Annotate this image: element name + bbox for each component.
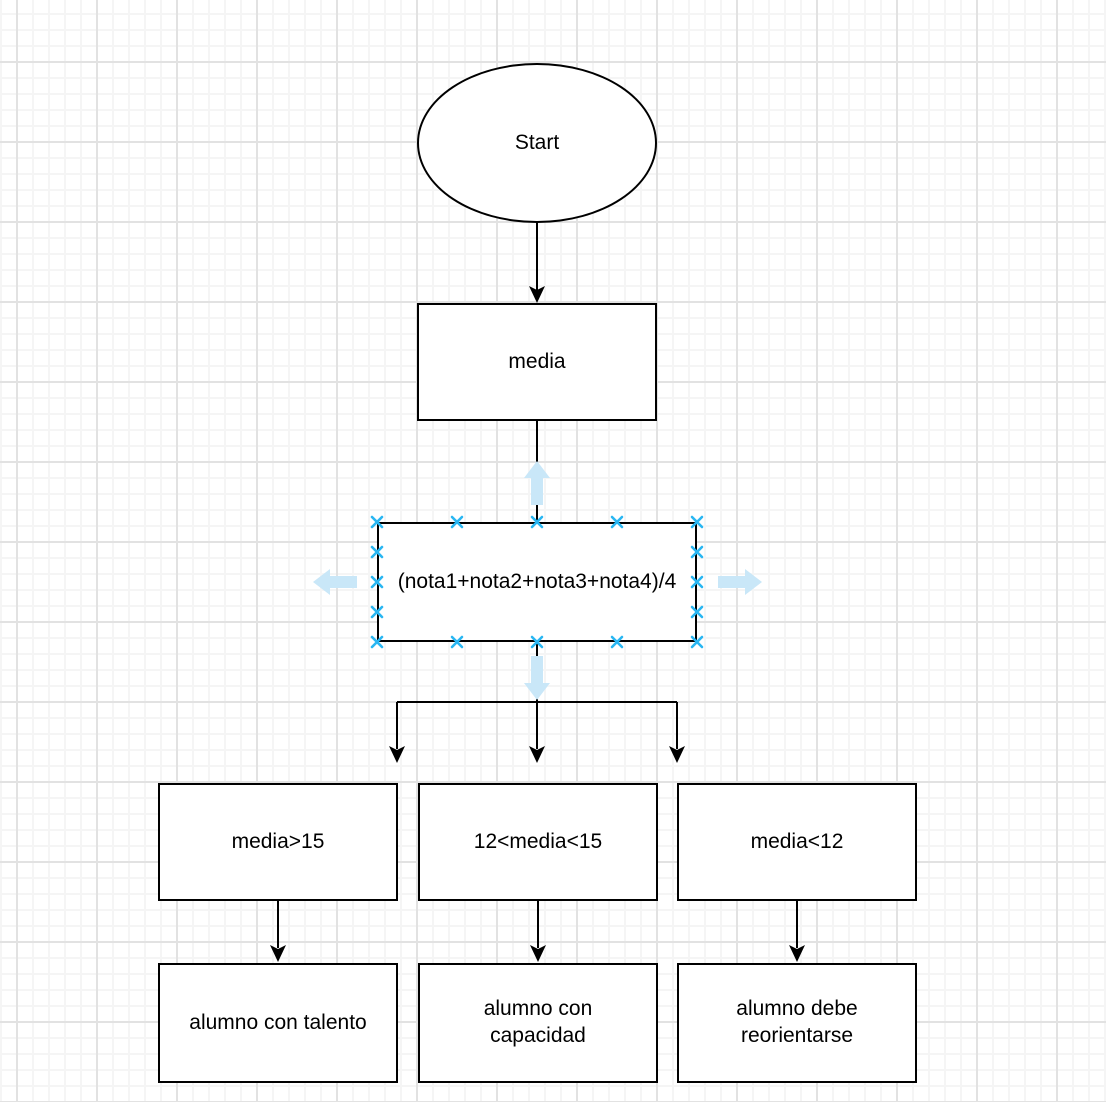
node-result-mid[interactable]: alumno con capacidad (418, 963, 658, 1083)
edge-formula-branches[interactable] (389, 642, 685, 763)
node-cond-mid[interactable]: 12<media<15 (418, 783, 658, 901)
arrowhead-down-icon (270, 945, 286, 962)
node-label: alumno debe reorientarse (736, 997, 858, 1047)
edge-start-media[interactable] (529, 222, 545, 303)
arrowhead-down-icon (789, 945, 805, 962)
node-label: alumno con capacidad (483, 997, 593, 1047)
arrowhead-down-icon (529, 286, 545, 303)
node-media[interactable]: media (417, 303, 657, 421)
node-label: media (508, 349, 566, 373)
arrowhead-down-icon (530, 945, 546, 962)
arrowhead-down-icon (669, 746, 685, 763)
node-start[interactable]: Start (417, 63, 657, 223)
edge-condhigh-resulthigh[interactable] (270, 901, 286, 962)
node-cond-low[interactable]: media<12 (677, 783, 917, 901)
arrowhead-down-icon (389, 746, 405, 763)
node-label: media>15 (231, 829, 325, 853)
node-label: Start (514, 130, 560, 154)
node-label: (nota1+nota2+nota3+nota4)/4 (397, 569, 677, 593)
node-cond-high[interactable]: media>15 (158, 783, 398, 901)
edge-condlow-resultlow[interactable] (789, 901, 805, 962)
edge-condmid-resultmid[interactable] (530, 901, 546, 962)
node-label: alumno con talento (189, 1010, 367, 1034)
node-formula[interactable]: (nota1+nota2+nota3+nota4)/4 (377, 522, 697, 642)
node-result-high[interactable]: alumno con talento (158, 963, 398, 1083)
node-label: 12<media<15 (473, 829, 603, 853)
node-result-low[interactable]: alumno debe reorientarse (677, 963, 917, 1083)
arrowhead-down-icon (529, 746, 545, 763)
node-label: media<12 (750, 829, 844, 853)
